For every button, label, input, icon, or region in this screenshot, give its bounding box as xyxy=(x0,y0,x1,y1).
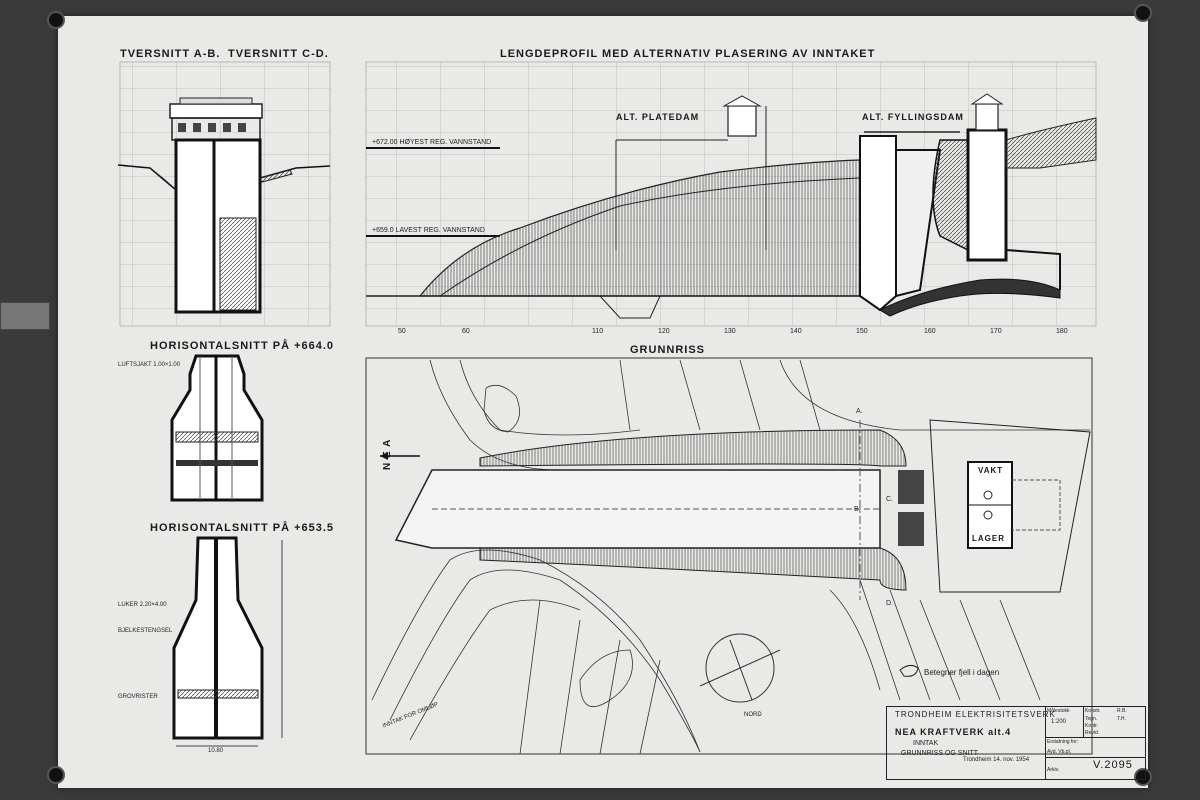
axis-tick: 140 xyxy=(790,328,802,335)
axis-tick: 160 xyxy=(924,328,936,335)
org-name: TRONDHEIM ELEKTRISITETSVERK xyxy=(895,710,1056,719)
subject: INNTAK xyxy=(913,740,939,747)
kontr-label: Kontr. xyxy=(1085,723,1099,729)
axis-tick: 60 xyxy=(462,328,470,335)
marker-a: A. xyxy=(856,408,863,415)
tegn-value: T.H. xyxy=(1117,716,1126,722)
axis-tick: 170 xyxy=(990,328,1002,335)
date: Trondheim 14. nov. 1954 xyxy=(963,757,1030,763)
grovrister-label: GROVRISTER xyxy=(118,694,158,700)
content: GRUNNRISS OG SNITT xyxy=(901,750,979,757)
plan-channel xyxy=(394,419,1091,600)
pin-bottom-right xyxy=(1136,770,1150,784)
axis-tick: 110 xyxy=(592,328,604,335)
horizontal-section-664 xyxy=(170,354,264,502)
legend-label: Betegner fjell i dagen xyxy=(924,668,1000,677)
lager-label: LAGER xyxy=(972,534,1005,543)
nord-label: NORD xyxy=(744,712,762,718)
konstr-value: R.B. xyxy=(1117,708,1127,714)
scale-label: Målestokk xyxy=(1047,708,1070,714)
scale-value: 1:200 xyxy=(1051,719,1067,725)
revid-label: Revid. xyxy=(1085,730,1100,736)
bjelkestengsel-label: BJELKESTENGSEL xyxy=(118,628,173,634)
luker-label: LUKER 2.20×4.00 xyxy=(118,602,167,608)
high-water-label: +672.00 HØYEST REG. VANNSTAND xyxy=(372,139,492,146)
axis-tick: 150 xyxy=(856,328,868,335)
axis-tick: 130 xyxy=(724,328,736,335)
rock-legend-symbol xyxy=(899,664,919,677)
luftsjakt-label: LUFTSJAKT 1.00×1.00 xyxy=(118,362,181,368)
horizontal-section-653 xyxy=(172,536,283,747)
axis-tick: 120 xyxy=(658,328,670,335)
width-dimension: 10.80 xyxy=(208,748,224,754)
erstatning-label: Erstatning for: xyxy=(1047,739,1079,745)
project-name: NEA KRAFTVERK alt.4 xyxy=(895,727,1012,737)
plan-drawing xyxy=(371,359,1090,755)
marker-b: B. xyxy=(854,506,861,513)
horizontal-653-title: HORISONTALSNITT PÅ +653.5 xyxy=(150,522,335,534)
section-cd-title: TVERSNITT C-D. xyxy=(228,48,329,60)
drawing-number: V.2095 xyxy=(1093,759,1133,771)
river-label: N E A xyxy=(382,438,393,470)
profile-title: LENGDEPROFIL MED ALTERNATIV PLASERING AV… xyxy=(500,48,876,60)
longitudinal-profile xyxy=(366,93,1097,319)
axis-tick: 50 xyxy=(398,328,406,335)
axis-tick: 180 xyxy=(1056,328,1068,335)
tower-cross-section xyxy=(117,97,331,314)
marker-c: C. xyxy=(886,496,893,503)
pin-top-left xyxy=(49,13,63,27)
arkiv-label: Arkiv. xyxy=(1047,767,1060,773)
horizontal-664-title: HORISONTALSNITT PÅ +664.0 xyxy=(150,340,335,352)
avd-label: Avd. Vb.pl. xyxy=(1047,749,1072,755)
marker-d: D. xyxy=(886,600,893,607)
pin-bottom-left xyxy=(49,768,63,782)
north-arrow xyxy=(699,633,781,703)
alt-platedam-label: ALT. PLATEDAM xyxy=(616,112,700,122)
tegn-label: Tegn. xyxy=(1085,716,1098,722)
plan-frame xyxy=(365,357,1093,755)
title-block: TRONDHEIM ELEKTRISITETSVERK NEA KRAFTVER… xyxy=(886,706,1146,780)
low-water-label: +659.0 LAVEST REG. VANNSTAND xyxy=(372,227,485,234)
plan-title: GRUNNRISS xyxy=(630,344,706,356)
vakt-label: VAKT xyxy=(978,466,1004,475)
pin-top-right xyxy=(1136,6,1150,20)
wall-clip xyxy=(0,302,50,330)
konstr-label: Konstr. xyxy=(1085,708,1101,714)
alt-fyllingsdam-label: ALT. FYLLINGSDAM xyxy=(862,112,964,122)
section-ab-title: TVERSNITT A-B. xyxy=(120,48,221,60)
